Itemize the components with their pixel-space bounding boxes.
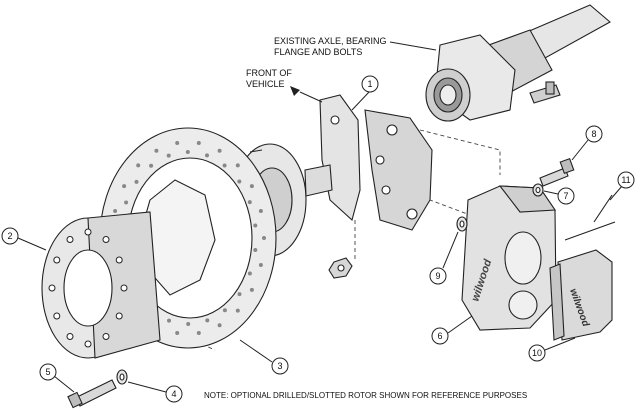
- callout-10: 10: [528, 337, 576, 362]
- axle-label-line2: FLANGE AND BOLTS: [274, 47, 362, 57]
- callout-3: 3: [239, 339, 289, 375]
- callout-4-number: 4: [171, 389, 176, 399]
- callout-9: 9: [429, 231, 459, 285]
- rotor-drill-hole: [235, 308, 240, 313]
- hat-bolt-hole: [120, 284, 128, 292]
- callout-8: 8: [571, 125, 603, 161]
- rotor-drill-hole: [175, 331, 180, 335]
- axle-label-line1: EXISTING AXLE, BEARING: [274, 36, 387, 46]
- hat-bolt-hole: [115, 312, 123, 320]
- rotor-drill-hole: [167, 318, 171, 323]
- rotor-drill-hole: [258, 263, 263, 267]
- hat-bolt-holes: [48, 228, 128, 348]
- caliper-mount-bolt: [539, 157, 575, 187]
- hat-bolt-hole: [115, 256, 123, 264]
- rotor-drill-hole: [237, 292, 242, 297]
- hat-bolt-hole: [53, 256, 61, 264]
- callout-3-number: 3: [277, 361, 282, 371]
- rotor-drill-hole: [185, 150, 190, 154]
- rotor-drill-hole: [217, 148, 222, 153]
- rotor-drill-hole: [122, 184, 127, 189]
- callout-6-number: 6: [437, 331, 442, 341]
- rotor-drill-hole: [166, 153, 171, 158]
- hat-bolt-hole: [84, 228, 92, 236]
- callout-11: 11: [609, 171, 635, 201]
- rotor-drill-hole: [134, 179, 139, 184]
- rotor-drill-hole: [235, 163, 240, 168]
- callout-5: 5: [39, 363, 75, 393]
- rotor-drill-hole: [113, 209, 118, 213]
- shim-washer: [456, 216, 468, 232]
- rotor-drill-hole: [205, 318, 210, 323]
- rotor-drill-hole: [149, 163, 154, 168]
- callout-7-number: 7: [563, 191, 568, 201]
- hat-bolt-hole: [66, 333, 74, 340]
- rotor-drill-hole: [249, 184, 254, 189]
- front-of-vehicle-label: FRONT OF VEHICLE: [246, 68, 323, 103]
- rotor-drill-hole: [154, 148, 159, 153]
- pad-retaining-pin: [564, 194, 616, 241]
- drilled-slotted-rotor: [99, 127, 277, 349]
- caliper-bracket: [319, 94, 433, 231]
- caliper: wilwood: [461, 185, 557, 331]
- hat-bolt-hole: [48, 284, 56, 292]
- rotor-drill-hole: [258, 209, 263, 213]
- callout-9-number: 9: [435, 271, 440, 281]
- callout-2-number: 2: [7, 231, 12, 241]
- bracket-nut: [328, 257, 353, 279]
- front-arrow-icon: [290, 86, 300, 96]
- rotor-drill-hole: [124, 200, 129, 205]
- existing-axle-housing: [425, 4, 611, 122]
- hat-bolt: [67, 379, 117, 409]
- front-label-line2: VEHICLE: [246, 79, 285, 89]
- rotor-drill-hole: [196, 141, 201, 145]
- callout-10-number: 10: [532, 348, 542, 358]
- callout-7: 7: [543, 187, 575, 205]
- callout-11-number: 11: [621, 175, 630, 185]
- callout-2: 2: [1, 227, 47, 251]
- front-label-line1: FRONT OF: [246, 68, 292, 78]
- hat-bolt-hole: [66, 236, 74, 243]
- hat-bolt-hole: [102, 333, 110, 340]
- callout-4: 4: [127, 381, 183, 403]
- rotor-drill-hole: [247, 200, 252, 205]
- rotor-drill-hole: [262, 236, 266, 240]
- callout-8-number: 8: [591, 129, 596, 139]
- callout-6: 6: [431, 315, 473, 345]
- rotor-drill-hole: [253, 248, 258, 252]
- hat-washer: [116, 369, 128, 385]
- rotor-hat: [41, 211, 161, 359]
- brake-pads: wilwood: [549, 249, 613, 341]
- hat-bolt-hole: [53, 312, 61, 320]
- callout-1-number: 1: [367, 79, 372, 89]
- hat-bolt-hole: [84, 340, 92, 348]
- callout-5-number: 5: [45, 367, 50, 377]
- rotor-drill-hole: [253, 223, 258, 228]
- rotor-drill-hole: [175, 141, 180, 145]
- hat-bolt-hole: [102, 236, 110, 243]
- rotor-drill-hole: [205, 153, 209, 158]
- rotor-drill-hole: [196, 331, 201, 335]
- rotor-drill-hole: [186, 322, 191, 326]
- rotor-drill-hole: [249, 287, 254, 292]
- caliper-mount-washer: [532, 183, 544, 197]
- rotor-drill-hole: [247, 271, 252, 276]
- rotor-drill-hole: [222, 308, 227, 313]
- axle-label: EXISTING AXLE, BEARING FLANGE AND BOLTS: [274, 36, 437, 57]
- callout-1: 1: [351, 75, 379, 111]
- rotor-drill-hole: [237, 179, 242, 184]
- rotor-drill-hole: [222, 163, 227, 168]
- rotor-drill-hole: [136, 163, 141, 168]
- reference-note: NOTE: OPTIONAL DRILLED/SLOTTED ROTOR SHO…: [204, 391, 527, 400]
- rotor-drill-hole: [217, 323, 222, 328]
